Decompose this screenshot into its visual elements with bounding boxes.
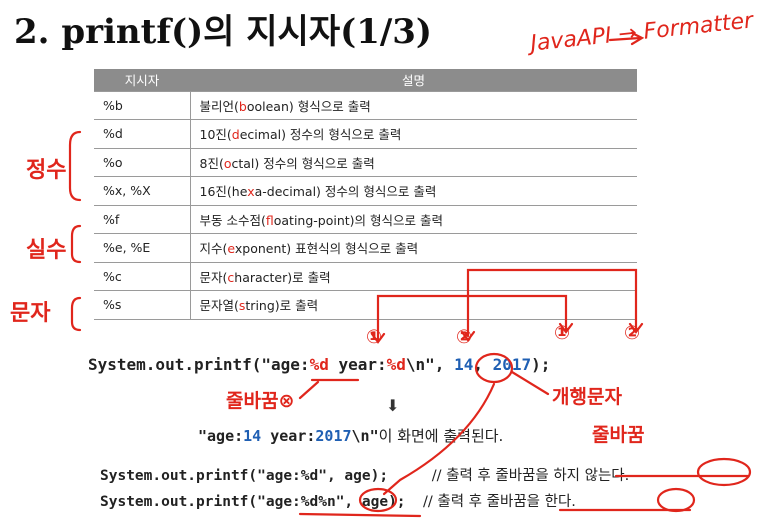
description-suffix: xponent) 표현식의 형식으로 출력 — [234, 241, 419, 257]
specifier-description: 부동 소수점(floating-point)의 형식으로 출력 — [190, 205, 637, 234]
annotation-newline: 줄바꿈 — [592, 424, 645, 446]
description-highlight: c — [227, 269, 235, 285]
annotation-java-api: JavaAPI → Formatter — [529, 8, 755, 57]
description-highlight: o — [223, 155, 232, 171]
example-code-1: System.out.printf("age:%d", age); — [100, 468, 389, 484]
result-num-2: 2017 — [315, 427, 352, 445]
description-suffix: oolean) 형식으로 출력 — [246, 98, 371, 114]
description-prefix: 문자열( — [199, 298, 239, 314]
example-comment-1: // 출력 후 줄바꿈을 하지 않는다. — [431, 468, 630, 484]
result-part3: \n" — [351, 427, 379, 445]
code-main-part5: ); — [531, 355, 551, 374]
description-highlight: s — [238, 298, 246, 314]
description-suffix: ctal) 정수의 형식으로 출력 — [231, 155, 375, 171]
code-main-part1: System.out.printf("age: — [88, 355, 310, 374]
result-num-1: 14 — [243, 427, 262, 445]
specifier-code: %d — [94, 119, 191, 149]
circle-one-arg: ① — [554, 322, 571, 344]
description-suffix: ecimal) 정수의 형식으로 출력 — [239, 127, 402, 143]
arrow-down-icon: ⬇ — [386, 396, 400, 415]
example-code-2: System.out.printf("age:%d%n", age); — [100, 494, 406, 510]
circle-example1-not — [696, 457, 752, 487]
table-header-specifier: 지시자 — [94, 69, 190, 91]
circle-one-format: ① — [366, 326, 383, 348]
description-prefix: 문자( — [199, 269, 228, 285]
description-suffix: haracter)로 출력 — [234, 269, 331, 285]
printf-result: "age:14 year:2017\n"이 화면에 출력된다. — [198, 425, 503, 446]
description-suffix: loating-point)의 형식으로 출력 — [273, 212, 443, 228]
bracket-real — [70, 224, 82, 264]
circle-example2-do — [656, 487, 696, 513]
code-main-format-2: %d — [386, 355, 406, 374]
specifier-description: 지수(exponent) 표현식의 형식으로 출력 — [190, 233, 637, 263]
annotation-no-newline: 줄바꿈⊗ — [226, 390, 295, 412]
circle-two-arg: ② — [624, 322, 641, 344]
description-highlight: e — [227, 241, 235, 257]
code-main-format-1: %d — [309, 355, 329, 374]
specifier-code: %x, %X — [94, 176, 191, 206]
description-prefix: 16진(he — [199, 184, 248, 200]
annotation-newline-char: 개행문자 — [552, 386, 622, 408]
table-header-row: 지시자 설명 — [94, 69, 637, 91]
specifier-code: %c — [94, 262, 191, 291]
example-comment-2: // 출력 후 줄바꿈을 한다. — [423, 494, 576, 510]
result-description: 이 화면에 출력된다. — [378, 427, 504, 445]
specifier-code: %e, %E — [94, 233, 191, 263]
specifier-code: %s — [94, 290, 191, 320]
description-suffix: a-decimal) 정수의 형식으로 출력 — [254, 184, 437, 200]
circle-two-format: ② — [456, 326, 473, 348]
description-highlight: d — [231, 127, 240, 143]
specifier-description: 문자열(string)로 출력 — [190, 290, 637, 320]
specifier-description: 불리언(boolean) 형식으로 출력 — [190, 90, 637, 120]
specifier-description: 8진(octal) 정수의 형식으로 출력 — [190, 148, 637, 177]
printf-code-main: System.out.printf("age:%d year:%d\n", 14… — [88, 355, 550, 374]
page-title: 2. printf()의 지시자(1/3) — [14, 12, 433, 52]
result-part1: "age: — [198, 427, 244, 445]
example-line-1: System.out.printf("age:%d", age); // 출력 … — [100, 464, 629, 485]
bracket-integer — [68, 130, 82, 202]
annotation-character: 문자 — [10, 301, 51, 326]
specifier-code: %b — [94, 90, 191, 120]
description-prefix: 지수( — [199, 241, 228, 257]
code-main-part2: year: — [328, 355, 387, 374]
description-prefix: 8진( — [199, 155, 224, 171]
description-highlight: f — [265, 212, 274, 228]
code-main-part3: \n", — [405, 355, 455, 374]
description-prefix: 불리언( — [199, 98, 239, 114]
specifier-code: %o — [94, 148, 191, 177]
pointer-no-newline — [298, 380, 320, 400]
underline-example2-code — [298, 512, 422, 518]
specifier-code: %f — [94, 205, 191, 234]
code-main-part4: , — [473, 355, 493, 374]
description-suffix: tring)로 출력 — [245, 298, 319, 314]
annotation-real: 실수 — [26, 238, 67, 263]
specifier-description: 10진(decimal) 정수의 형식으로 출력 — [190, 119, 637, 149]
bracket-character — [70, 296, 82, 332]
description-highlight: x — [247, 184, 255, 200]
example-line-2: System.out.printf("age:%d%n", age); // 출… — [100, 490, 576, 511]
annotation-integer: 정수 — [26, 158, 67, 183]
result-part2: year: — [261, 427, 316, 445]
specifier-description: 문자(character)로 출력 — [190, 262, 637, 291]
description-prefix: 10진( — [199, 127, 232, 143]
code-main-arg-2: 2017 — [492, 355, 532, 374]
specifier-description: 16진(hexa-decimal) 정수의 형식으로 출력 — [190, 176, 637, 206]
table-header-description: 설명 — [190, 69, 637, 91]
description-highlight: b — [238, 98, 247, 114]
code-main-arg-1: 14 — [454, 355, 474, 374]
pointer-newline-char — [510, 370, 550, 396]
description-prefix: 부동 소수점( — [199, 212, 266, 228]
